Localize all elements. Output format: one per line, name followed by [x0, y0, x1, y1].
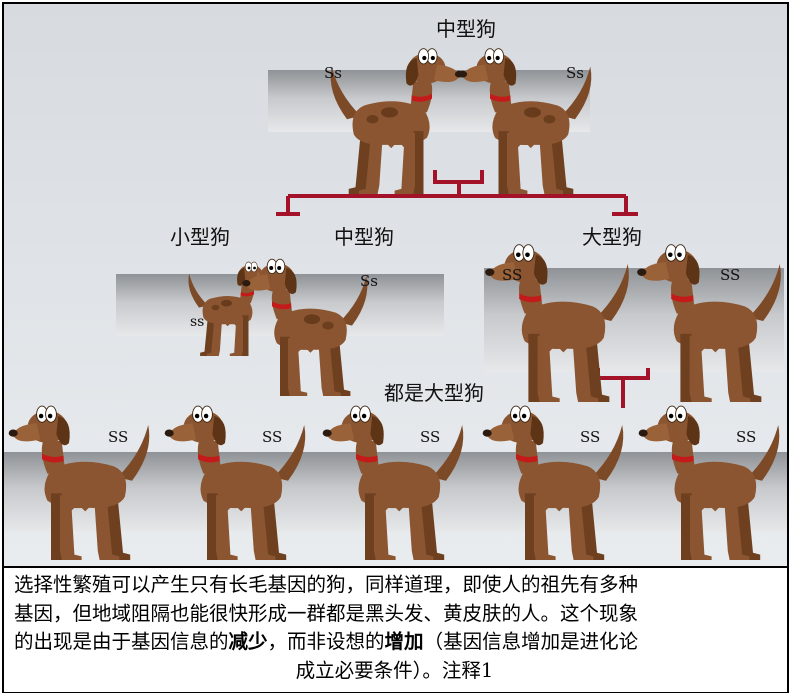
genotype-gen1-left: Ss	[324, 64, 342, 82]
genotype-offspring-1: SS	[108, 428, 128, 446]
genotype-offspring-2: SS	[262, 428, 282, 446]
caption-line-4: 成立必要条件）。注释1	[295, 658, 494, 682]
label-small: 小型狗	[170, 225, 230, 249]
breeding-diagram: 中型狗 小型狗 中型狗 大型狗 都是大型狗 Ss Ss ss Ss SS SS …	[4, 4, 787, 566]
genotype-offspring-3: SS	[420, 428, 440, 446]
caption-line-3-e: （基因信息增加是进化论	[423, 630, 639, 653]
genotype-offspring-4: SS	[580, 428, 600, 446]
caption: 选择性繁殖可以产生只有长毛基因的狗，同样道理，即使人的祖先有多种 基因，但地域阻…	[4, 566, 787, 692]
genotype-offspring-5: SS	[736, 428, 756, 446]
caption-line-3: 的出现是由于基因信息的减少，而非设想的增加（基因信息增加是进化论	[14, 628, 775, 657]
genotype-large-right: SS	[720, 266, 740, 284]
label-gen1: 中型狗	[436, 17, 496, 41]
caption-line-2: 基因，但地域阻隔也能很快形成一群都是黑头发、黄皮肤的人。这个现象	[14, 601, 639, 625]
genotype-small: ss	[190, 314, 204, 330]
caption-emphasis-decrease: 减少	[228, 630, 268, 653]
caption-line-3-c: ，而非设想的	[267, 630, 385, 653]
label-medium: 中型狗	[334, 225, 394, 249]
label-offspring: 都是大型狗	[384, 381, 484, 405]
genotype-large-left: SS	[502, 266, 522, 284]
genotype-medium: Ss	[360, 272, 378, 290]
caption-line-1: 选择性繁殖可以产生只有长毛基因的狗，同样道理，即使人的祖先有多种	[14, 573, 639, 596]
label-large: 大型狗	[582, 225, 642, 249]
caption-emphasis-increase: 增加	[384, 630, 424, 653]
genotype-gen1-right: Ss	[566, 64, 584, 82]
caption-line-3-a: 的出现是由于基因信息的	[14, 630, 229, 653]
